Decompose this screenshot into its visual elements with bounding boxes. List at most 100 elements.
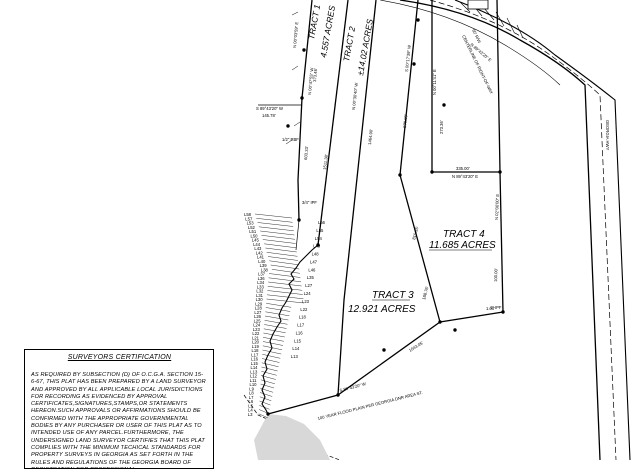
bearing-label: S 89°43'20" W — [339, 381, 366, 393]
leader-line — [259, 392, 273, 397]
tract1-name: TRACT 1 — [306, 3, 322, 40]
survey-point — [412, 62, 416, 66]
leader-line — [258, 413, 268, 418]
leader-line — [260, 379, 275, 384]
east-line — [496, 0, 504, 313]
line-label: L52 — [248, 225, 256, 230]
leader-line — [260, 375, 276, 380]
line-label: L6 — [249, 399, 254, 404]
leader-line — [264, 324, 287, 329]
road-right-of-way — [379, 0, 631, 460]
tract3-name: TRACT 3 — [372, 290, 414, 301]
flood-plain-note: 100 YEAR FLOOD PLAIN PER GEORGIA DNR ARE… — [317, 390, 423, 421]
leader-line — [266, 303, 292, 308]
leader-line — [262, 239, 296, 244]
tract3-west-line — [337, 0, 377, 396]
line-label: L31 — [256, 293, 264, 298]
line-label: L49 — [313, 244, 321, 249]
road-edge-line — [399, 0, 601, 460]
line-label: L14 — [292, 346, 300, 351]
certification-title: SURVEYORS CERTIFICATION — [67, 354, 172, 361]
line-labels-east: L56L55L54L49L48L47L46L35L27L24L23L22L18L… — [291, 220, 326, 359]
line-label: L33 — [257, 284, 265, 289]
line-label: L15 — [251, 361, 259, 366]
line-label: L13 — [291, 354, 299, 359]
leader-line — [259, 405, 270, 410]
distance-label: 145.78' — [262, 113, 276, 118]
tract1-area: 4.557 ACRES — [318, 4, 337, 58]
line-label: L5 — [248, 403, 253, 408]
bearing-label: N 00°47'55" W — [307, 67, 314, 95]
leader-line — [266, 252, 298, 257]
pin-label: 3/4" IPF — [302, 200, 317, 205]
south-line — [267, 394, 339, 415]
leader-line — [261, 235, 296, 240]
leader-line — [264, 320, 288, 325]
line-label: L38 — [261, 267, 269, 272]
line-label: L40 — [258, 259, 266, 264]
distance-label: 373.46' — [312, 68, 318, 82]
survey-point — [438, 320, 442, 324]
survey-point — [498, 170, 502, 174]
bearing-label: N 00°30'40" W — [351, 82, 359, 110]
line-label: L29 — [255, 301, 263, 306]
leader-line — [263, 332, 285, 338]
leader-lines — [254, 213, 305, 418]
line-label: L14 — [251, 365, 259, 370]
line-label: L43 — [254, 246, 262, 251]
survey-point — [416, 18, 420, 22]
line-label: L24 — [253, 323, 261, 328]
line-label: L22 — [300, 307, 308, 312]
survey-point — [501, 310, 505, 314]
survey-point — [430, 170, 434, 174]
line-label: L36 — [258, 276, 266, 281]
tract1-west-line — [297, 0, 313, 221]
survey-points — [266, 18, 505, 416]
distance-label: 603.33' — [303, 146, 309, 160]
line-label: L12 — [250, 374, 258, 379]
survey-point — [453, 328, 457, 332]
leader-line — [261, 366, 278, 372]
distance-label: 335.00' — [456, 166, 470, 171]
line-label: L7 — [249, 395, 254, 400]
survey-point — [442, 103, 446, 107]
leader-line — [260, 388, 274, 393]
surveyors-certification-box: SURVEYORS CERTIFICATION AS REQUIRED BY S… — [24, 349, 214, 469]
leader-line — [259, 400, 271, 406]
line-label: L8 — [249, 391, 254, 396]
distance-label: 1464.90' — [367, 129, 374, 146]
road-hatch — [459, 1, 524, 39]
certification-body: AS REQUIRED BY SUBSECTION (d) OF O.C.G.A… — [31, 372, 206, 468]
leader-line — [268, 277, 302, 282]
arrow-marker — [285, 11, 301, 145]
west-offset-line — [295, 219, 300, 251]
leader-line — [271, 269, 300, 274]
tract4-area: 11.685 ACRES — [429, 240, 496, 251]
line-label: L51 — [249, 229, 257, 234]
line-label: L19 — [252, 344, 260, 349]
line-label: L27 — [254, 310, 262, 315]
leader-line — [269, 260, 299, 265]
leader-line — [258, 409, 269, 414]
creek-meander — [261, 244, 319, 415]
bearing-label: S 00°17'39" W — [404, 45, 412, 72]
leader-line — [259, 396, 272, 401]
leader-line — [261, 362, 279, 367]
bearing-label: S 89°43'20" W — [256, 106, 283, 111]
bearing-label: N 02°00'00" E — [494, 194, 500, 220]
leader-line — [263, 328, 286, 333]
line-label: L50 — [251, 233, 259, 238]
line-label: L3 — [248, 412, 253, 417]
leader-line — [261, 358, 280, 363]
line-label: L30 — [256, 297, 264, 302]
line-label: L37 — [258, 272, 266, 277]
line-label: L23 — [253, 327, 261, 332]
line-label: L16 — [296, 330, 304, 335]
distance-label: 1.00' — [486, 306, 495, 311]
line-label: L54 — [315, 236, 323, 241]
distance-label: 1043.05' — [408, 340, 424, 353]
distance-label: 1511.38' — [322, 154, 329, 170]
survey-point — [266, 412, 270, 416]
line-label: L28 — [255, 306, 263, 311]
line-label: L16 — [251, 357, 259, 362]
